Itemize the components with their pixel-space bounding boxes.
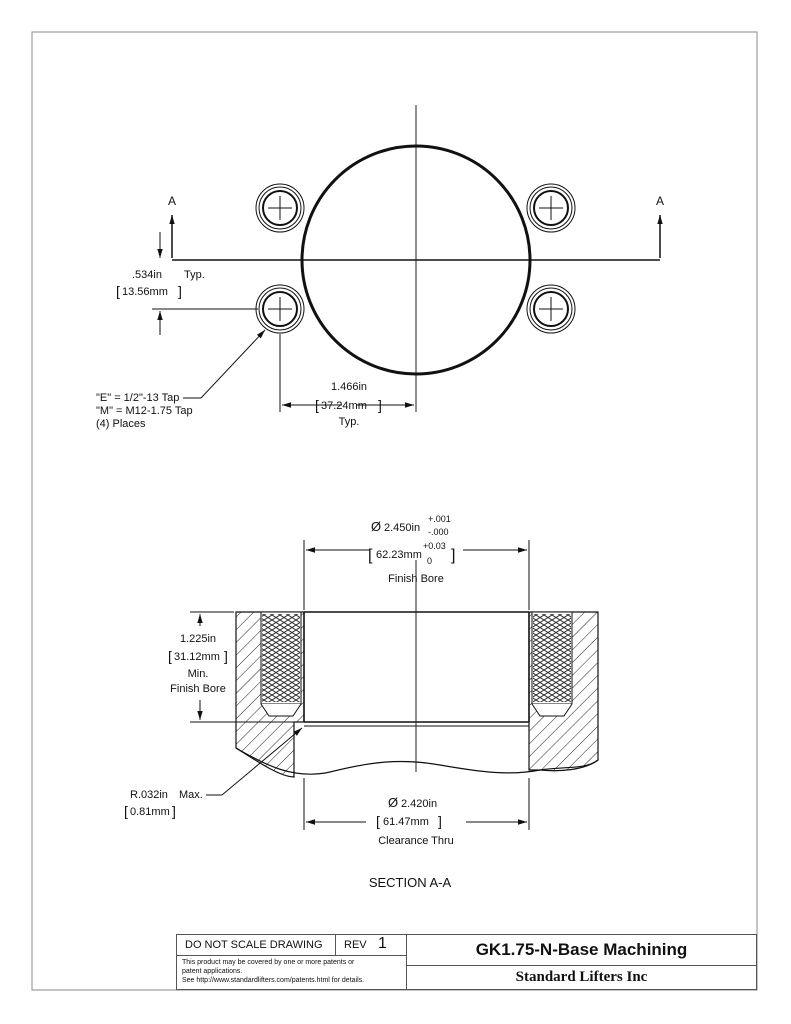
patent-line3: See http://www.standardlifters.com/paten…: [182, 977, 365, 984]
bore-mm-bracket-close: ]: [451, 547, 455, 564]
rev-cell: REV 1: [335, 934, 407, 956]
top-view: A A: [96, 105, 664, 430]
radius-mm-bracket-open: [: [124, 803, 128, 819]
section-marker-right: A: [656, 194, 664, 208]
depth-in-label: 1.225in: [180, 633, 216, 645]
clear-dia-symbol: Ø: [388, 795, 398, 810]
depth-finish-label: Finish Bore: [170, 683, 226, 695]
do-not-scale-label: DO NOT SCALE DRAWING: [185, 939, 323, 951]
offset-dimension: .534in Typ. [ 13.56mm ]: [116, 232, 258, 335]
clear-label: Clearance Thru: [378, 835, 454, 847]
radius-callout: R.032in Max. [ 0.81mm ]: [124, 727, 303, 819]
tap-note-line2: "M" = M12-1.75 Tap: [96, 405, 193, 417]
offset-typ-label: Typ.: [184, 269, 205, 281]
offset-mm-bracket-close: ]: [178, 283, 182, 299]
depth-dimension: 1.225in [ 31.12mm ] Min. Finish Bore: [168, 611, 304, 723]
depth-mm-bracket-open: [: [168, 648, 172, 664]
radius-mm-bracket-close: ]: [172, 803, 176, 819]
offset-mm-bracket-open: [: [116, 283, 120, 299]
clear-mm-label: 61.47mm: [383, 816, 429, 828]
do-not-scale-cell: DO NOT SCALE DRAWING: [176, 934, 336, 956]
patent-line1: This product may be covered by one or mo…: [182, 959, 355, 966]
bore-mm-label: 62.23mm: [376, 549, 422, 561]
radius-mm-label: 0.81mm: [130, 806, 170, 818]
sheet-border: [31, 31, 758, 991]
spacing-typ-label: Typ.: [339, 416, 360, 428]
depth-mm-label: 31.12mm: [174, 651, 220, 663]
bore-tol-minus: -.000: [428, 527, 449, 537]
company-label: Standard Lifters Inc: [515, 969, 648, 985]
section-marker-left: A: [168, 194, 176, 208]
bore-mm-tol-plus: +0.03: [423, 541, 446, 551]
main-bore-circle: [300, 144, 532, 376]
depth-mm-bracket-close: ]: [224, 648, 228, 664]
bore-dimension: Ø 2.450in +.001 -.000 [ 62.23mm +0.03 0 …: [303, 514, 530, 610]
spacing-mm-bracket-close: ]: [378, 397, 382, 413]
spacing-mm-bracket-open: [: [315, 397, 319, 413]
company-cell: Standard Lifters Inc: [406, 965, 757, 990]
clear-dia-label: 2.420in: [401, 798, 437, 810]
break-line: [235, 747, 599, 775]
spacing-mm-label: 37.24mm: [321, 400, 367, 412]
tap-note: "E" = 1/2"-13 Tap "M" = M12-1.75 Tap (4)…: [96, 329, 266, 430]
tap-hole-bottom-right: [526, 284, 576, 334]
section-title: SECTION A-A: [369, 875, 452, 890]
radius-in-label: R.032in: [130, 789, 168, 801]
bore-dia-symbol: Ø: [371, 519, 381, 534]
rev-value: 1: [378, 935, 387, 952]
tap-hole-bottom-left: [255, 284, 305, 334]
part-name-cell: GK1.75-N-Base Machining: [406, 934, 757, 966]
patent-line2: patent applications.: [182, 968, 243, 975]
tap-note-line1: "E" = 1/2"-13 Tap: [96, 392, 179, 404]
part-name-label: GK1.75-N-Base Machining: [475, 940, 688, 959]
offset-mm-label: 13.56mm: [122, 286, 168, 298]
tap-hole-top-left: [255, 183, 305, 233]
section-view: Ø 2.450in +.001 -.000 [ 62.23mm +0.03 0 …: [124, 514, 599, 890]
tap-note-line3: (4) Places: [96, 418, 146, 430]
bore-mm-tol-minus: 0: [427, 556, 432, 566]
offset-in-label: .534in: [132, 269, 162, 281]
clearance-dimension: Ø 2.420in [ 61.47mm ] Clearance Thru: [303, 778, 530, 847]
bore-tol-plus: +.001: [428, 514, 451, 524]
rev-label: REV: [344, 939, 367, 951]
radius-max-label: Max.: [179, 789, 203, 801]
patent-cell: This product may be covered by one or mo…: [176, 955, 407, 990]
clear-mm-bracket-close: ]: [438, 813, 442, 829]
clear-mm-bracket-open: [: [376, 813, 380, 829]
spacing-in-label: 1.466in: [331, 381, 367, 393]
bore-finish-label: Finish Bore: [388, 573, 444, 585]
depth-min-label: Min.: [188, 668, 209, 680]
tap-hole-top-right: [526, 183, 576, 233]
bore-mm-bracket-open: [: [368, 547, 373, 564]
spacing-dimension: 1.466in [ 37.24mm ] Typ.: [279, 334, 414, 428]
bore-dia-label: 2.450in: [384, 522, 420, 534]
